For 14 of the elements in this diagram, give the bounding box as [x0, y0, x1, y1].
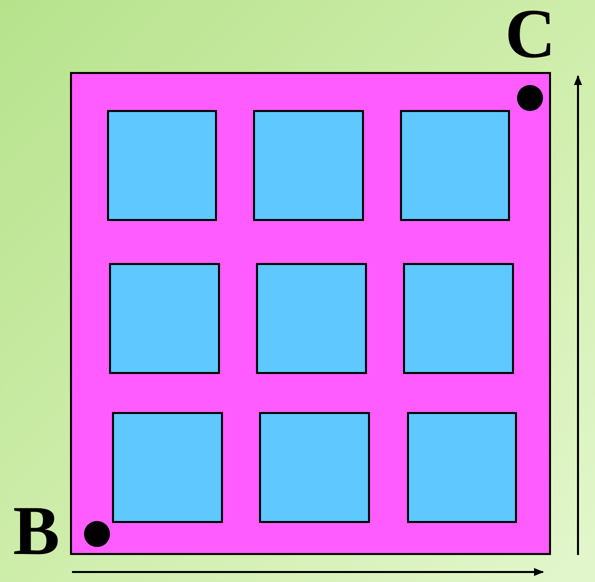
square-tile: [256, 263, 367, 374]
dot-marker: [517, 85, 543, 111]
square-tile: [107, 110, 217, 221]
square-tile: [259, 412, 370, 523]
square-tile: [112, 412, 223, 523]
square-tile: [400, 110, 510, 221]
square-tile: [253, 110, 364, 221]
square-tile: [403, 263, 514, 374]
square-tile: [407, 412, 517, 523]
square-tile: [109, 263, 220, 374]
square-panel: [70, 72, 551, 555]
dot-marker: [84, 521, 110, 547]
point-label: C: [505, 0, 556, 70]
point-label: B: [13, 497, 60, 567]
